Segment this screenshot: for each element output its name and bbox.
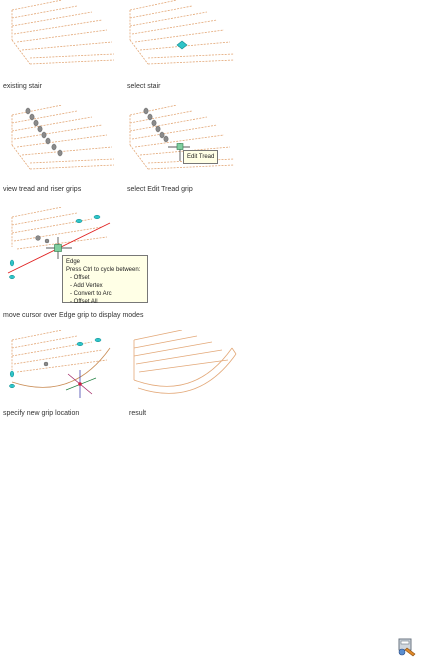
panel-result <box>124 330 239 405</box>
edge-modes-tooltip: Edge Press Ctrl to cycle between: - Offs… <box>62 255 148 305</box>
stair-drawing <box>11 105 115 170</box>
tooltip-line: - Offset <box>70 275 90 281</box>
panel-select-stair <box>122 0 237 75</box>
stair-drawing <box>129 0 235 65</box>
caption-select-stair: select stair <box>127 83 161 90</box>
panel-edit-tread-grip <box>122 105 237 180</box>
stair-drawing <box>9 330 111 398</box>
tooltip-line: Edge <box>66 259 81 265</box>
edit-tread-grip <box>176 143 184 150</box>
caption-result: result <box>129 410 147 417</box>
caption-edge-grip-modes: move cursor over Edge grip to display mo… <box>3 312 144 319</box>
caption-tread-riser-grips: view tread and riser grips <box>3 186 82 193</box>
tooltip-line: Press Ctrl to cycle between: <box>66 267 141 273</box>
edit-tread-tooltip: Edit Tread <box>183 150 219 164</box>
tool-palette-icon <box>396 636 418 658</box>
stair-drawing <box>129 105 235 170</box>
tooltip-line: - Add Vertex <box>70 283 103 289</box>
caption-existing-stair: existing stair <box>3 83 42 90</box>
stair-select-grip <box>176 40 188 50</box>
panel-existing-stair <box>2 0 117 75</box>
stair-drawing <box>11 0 115 65</box>
tooltip-line: - Offset All <box>70 299 98 305</box>
panel-new-grip-location <box>2 330 120 405</box>
tooltip-line: - Convert to Arc <box>70 291 112 297</box>
stair-drawing <box>133 330 237 394</box>
caption-new-grip-location: specify new grip location <box>3 410 80 417</box>
stair-drawing <box>7 207 111 280</box>
edge-grip <box>54 244 62 252</box>
arc-edge <box>11 347 111 388</box>
caption-edit-tread-grip: select Edit Tread grip <box>127 186 193 193</box>
panel-tread-riser-grips <box>2 105 117 180</box>
panel-edge-grip-modes <box>2 207 122 287</box>
